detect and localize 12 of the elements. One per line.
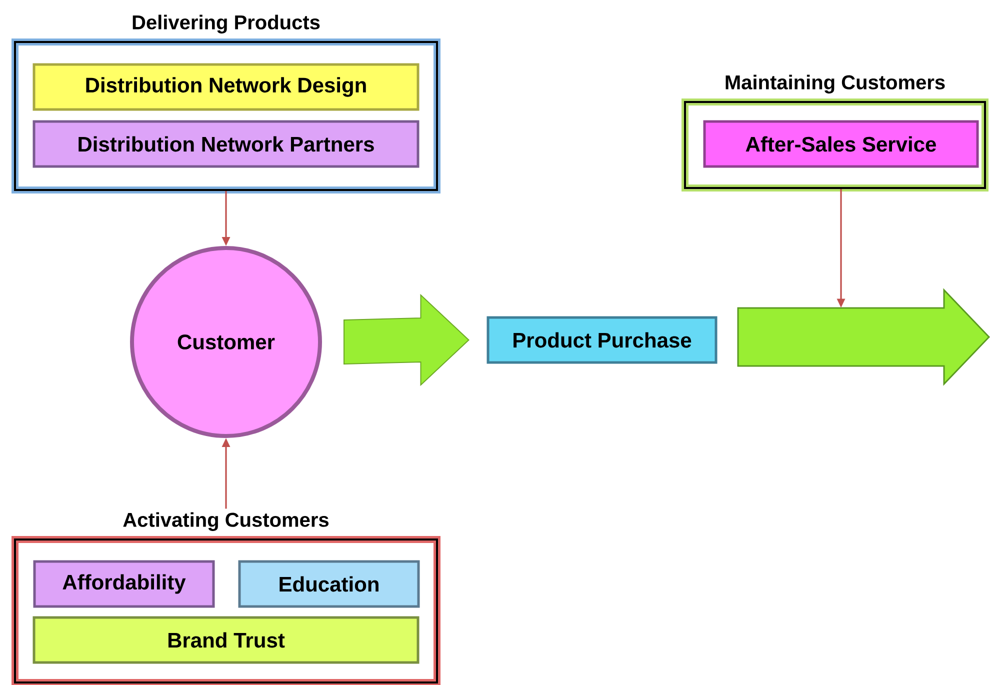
- node-label: Delivering Products: [132, 14, 320, 34]
- node-label: Maintaining Customers: [726, 74, 945, 94]
- bevel-box: Distribution Network Partners: [32, 120, 420, 168]
- block-arrow: [344, 294, 470, 386]
- bevel-box: Distribution Network Design: [32, 63, 420, 111]
- node-label: Activating Customers: [123, 512, 329, 531]
- bevel-box: After-Sales Service: [703, 120, 979, 168]
- bevel-box: Brand Trust: [32, 616, 420, 664]
- bevel-box: Product Purchase: [486, 316, 718, 364]
- block-arrow: [737, 288, 990, 386]
- bevel-box: Education: [238, 560, 420, 608]
- bevel-box: Affordability: [33, 560, 215, 608]
